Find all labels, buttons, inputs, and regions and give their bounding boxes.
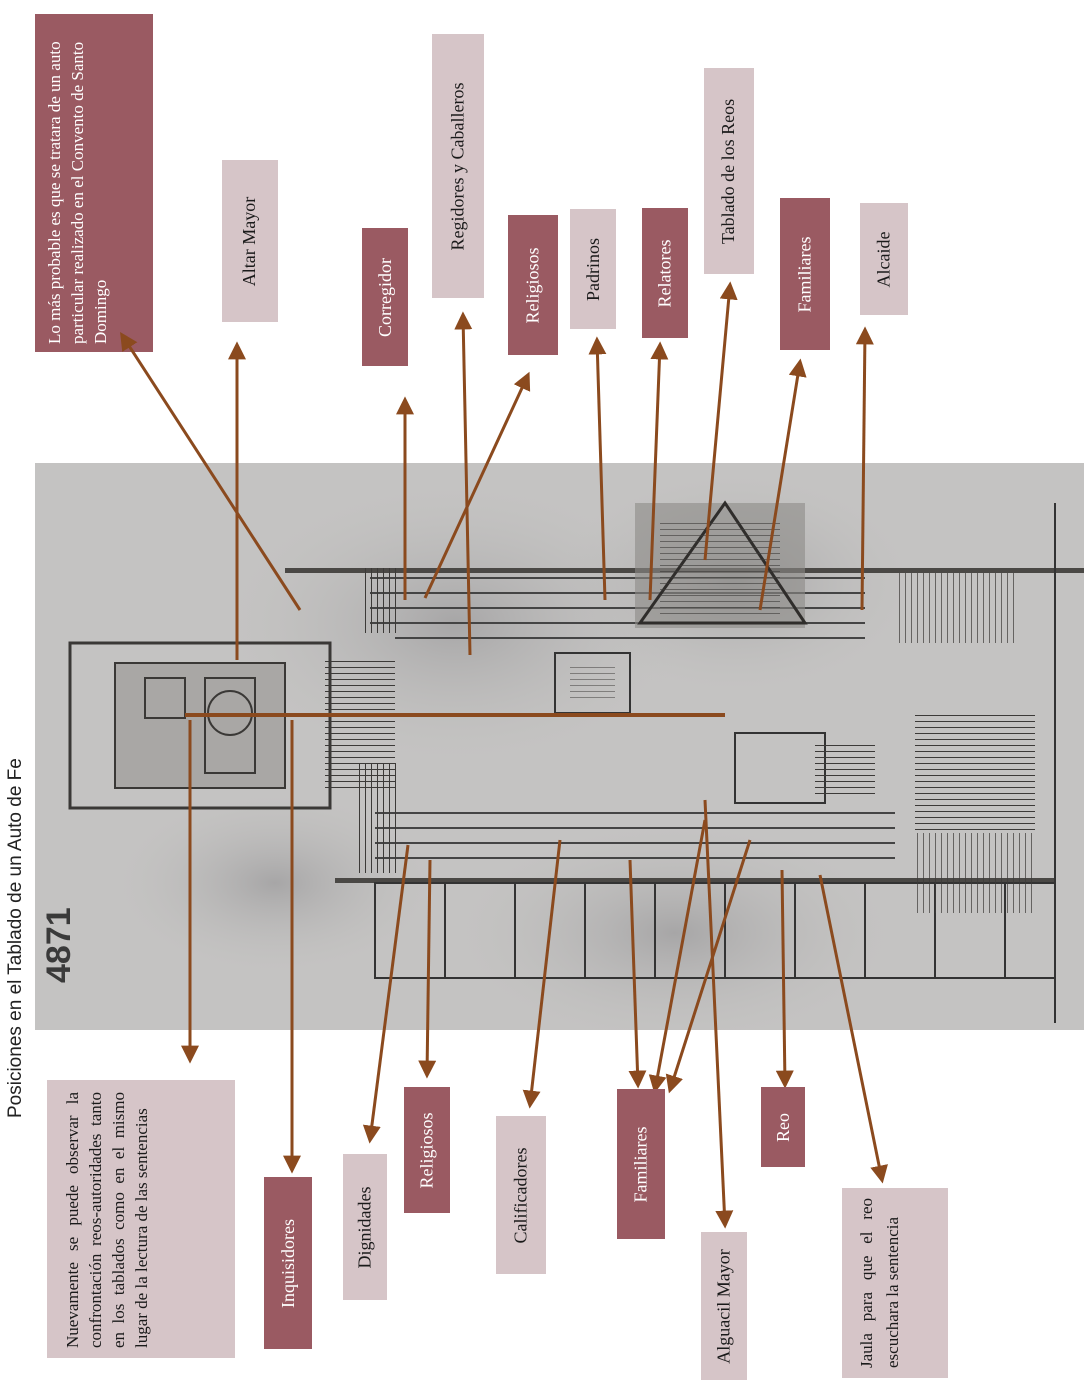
note-top-box: Lo más probable es que se tratara de un … (35, 14, 153, 352)
label-alguacil-mayor: Alguacil Mayor (701, 1232, 747, 1380)
label-dignidades: Dignidades (343, 1154, 387, 1300)
document-number: 4871 (40, 907, 78, 983)
label-calificadores: Calificadores (496, 1116, 546, 1274)
label-relatores: Relatores (642, 208, 688, 338)
label-inquisidores: Inquisidores (264, 1177, 312, 1349)
label-familiares-bottom: Familiares (617, 1089, 665, 1239)
label-religiosos-bottom: Religiosos (404, 1087, 450, 1213)
label-altar-mayor: Altar Mayor (222, 160, 278, 322)
label-religiosos-top: Religiosos (508, 215, 558, 355)
auto-de-fe-sketch: 4871 (35, 463, 1084, 1030)
label-jaula-text: Jaula para que el reo escuchara la sente… (854, 1198, 906, 1368)
label-alcaide: Alcaide (860, 203, 908, 315)
note-top-text: Lo más probable es que se tratara de un … (43, 22, 112, 344)
note-bottom-box: Nuevamente se puede observar la confront… (47, 1080, 235, 1358)
label-jaula: Jaula para que el reo escuchara la sente… (842, 1188, 948, 1378)
label-familiares-top: Familiares (780, 198, 830, 350)
label-reo: Reo (761, 1087, 805, 1167)
page-title: Posiciones en el Tablado de un Auto de F… (5, 428, 31, 1118)
label-tablado-reos: Tablado de los Reos (704, 68, 754, 274)
label-regidores-caballeros: Regidores y Caballeros (432, 34, 484, 298)
label-corregidor: Corregidor (362, 228, 408, 366)
label-padrinos: Padrinos (570, 209, 616, 329)
note-bottom-text: Nuevamente se puede observar la confront… (61, 1092, 153, 1348)
